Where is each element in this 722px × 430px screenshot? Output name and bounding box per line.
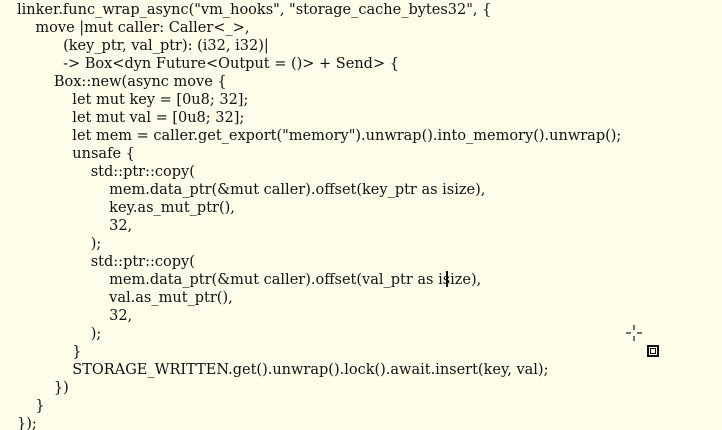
code-line-7[interactable]: let mut val = [0u8; 32]; (17, 110, 245, 126)
code-line-16[interactable]: mem.data_ptr(&mut caller).offset(val_ptr… (17, 272, 482, 288)
code-line-17[interactable]: val.as_mut_ptr(), (17, 290, 233, 306)
code-line-5[interactable]: Box::new(async move { (17, 74, 227, 90)
code-line-8[interactable]: let mem = caller.get_export("memory").un… (17, 128, 622, 144)
crosshair-icon (626, 325, 642, 341)
box-icon-inner (650, 348, 656, 354)
box-icon[interactable] (647, 345, 659, 357)
code-line-10[interactable]: std::ptr::copy( (17, 164, 195, 180)
code-line-19[interactable]: ); (17, 326, 102, 342)
text-caret (446, 271, 448, 287)
code-line-20[interactable]: } (17, 344, 82, 360)
code-line-4[interactable]: -> Box<dyn Future<Output = ()> + Send> { (17, 56, 399, 72)
code-line-21[interactable]: STORAGE_WRITTEN.get().unwrap().lock().aw… (17, 362, 549, 378)
code-line-14[interactable]: ); (17, 236, 102, 252)
code-line-12[interactable]: key.as_mut_ptr(), (17, 200, 235, 216)
code-line-22[interactable]: }) (17, 380, 69, 396)
code-line-11[interactable]: mem.data_ptr(&mut caller).offset(key_ptr… (17, 182, 486, 198)
code-line-24[interactable]: }); (17, 416, 37, 430)
code-line-6[interactable]: let mut key = [0u8; 32]; (17, 92, 249, 108)
code-line-15[interactable]: std::ptr::copy( (17, 254, 195, 270)
code-line-18[interactable]: 32, (17, 308, 133, 324)
code-line-9[interactable]: unsafe { (17, 146, 135, 162)
code-line-23[interactable]: } (17, 398, 45, 414)
code-line-3[interactable]: (key_ptr, val_ptr): (i32, i32)| (17, 38, 269, 54)
code-line-13[interactable]: 32, (17, 218, 133, 234)
code-line-2[interactable]: move |mut caller: Caller<_>, (17, 20, 250, 36)
code-line-1[interactable]: linker.func_wrap_async("vm_hooks", "stor… (17, 2, 492, 18)
